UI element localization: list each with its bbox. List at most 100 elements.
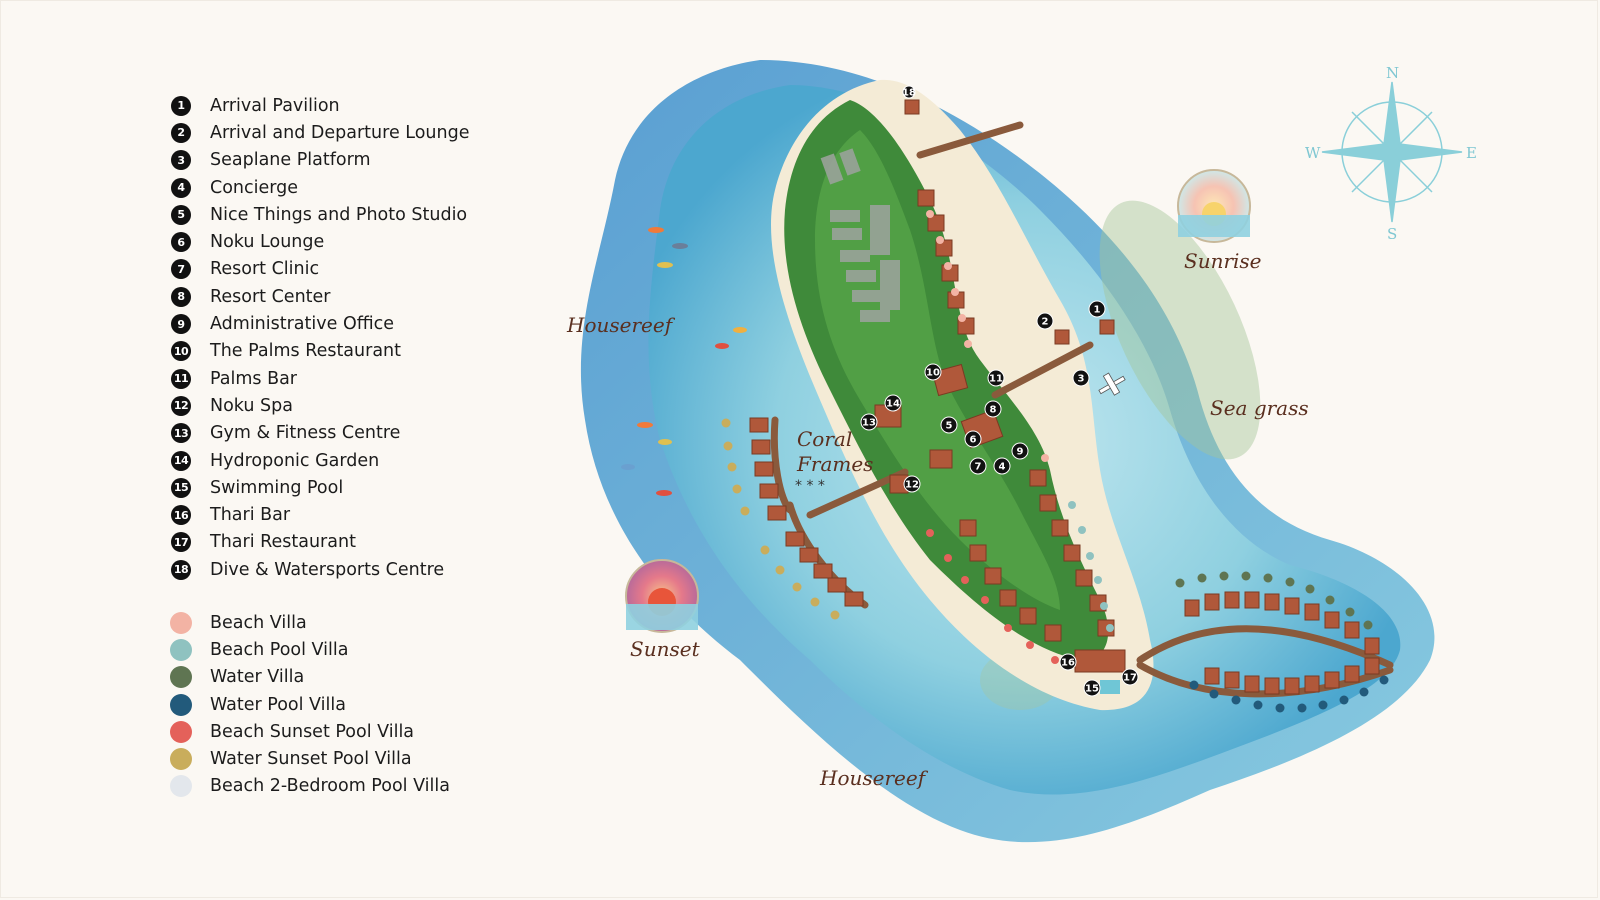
legend-item[interactable]: 10 The Palms Restaurant (171, 338, 469, 365)
villa-legend-item[interactable]: Water Sunset Pool Villa (170, 745, 450, 772)
villa-dots-beach-sunset (926, 529, 1059, 664)
facility-marker-7[interactable]: 7 (969, 457, 987, 475)
facility-marker-circle (924, 363, 942, 381)
villa-legend-item[interactable]: Beach Pool Villa (170, 636, 450, 663)
villa-legend-item[interactable]: Beach Villa (170, 609, 450, 636)
housereef-label-south: Housereef (819, 766, 929, 790)
villa-legend-item[interactable]: Beach Sunset Pool Villa (170, 718, 450, 745)
facility-marker-circle (987, 369, 1005, 387)
facility-marker-number: 11 (989, 374, 1003, 385)
seaplane (1098, 372, 1126, 396)
fish-group (621, 227, 747, 496)
swimming-pool (1100, 680, 1120, 694)
facility-marker-circle (1059, 653, 1077, 671)
facility-marker-number: 5 (946, 421, 953, 432)
facility-marker-4[interactable]: 4 (993, 457, 1011, 475)
legend-label: Seaplane Platform (210, 150, 371, 171)
facility-marker-14[interactable]: 14 (884, 394, 902, 412)
facility-marker-circle (1036, 312, 1054, 330)
facility-marker-circle (940, 416, 958, 434)
legend-number-badge: 1 (171, 95, 191, 116)
facility-marker-circle (884, 394, 902, 412)
villa-dots-beach-pool (1068, 501, 1114, 632)
facility-marker-18[interactable]: 18 (902, 85, 916, 99)
facility-marker-number: 18 (902, 88, 916, 99)
legend-number-badge: 10 (171, 341, 191, 362)
facility-marker-16[interactable]: 16 (1059, 653, 1077, 671)
facility-marker-number: 3 (1078, 374, 1085, 385)
coral-frames-label-2: Frames (796, 452, 873, 476)
legend-item[interactable]: 7 Resort Clinic (171, 256, 469, 283)
legend-number-badge: 3 (171, 150, 191, 171)
legend-label: Hydroponic Garden (210, 450, 380, 471)
facility-marker-circle (993, 457, 1011, 475)
sunset-label: Sunset (630, 637, 701, 661)
facility-marker-number: 7 (975, 462, 982, 473)
facility-marker-6[interactable]: 6 (964, 430, 982, 448)
legend-label: Thari Restaurant (210, 532, 356, 553)
legend-number-badge: 15 (171, 477, 191, 498)
sea-grass-label: Sea grass (1210, 396, 1309, 420)
facility-marker-9[interactable]: 9 (1011, 442, 1029, 460)
facility-marker-number: 6 (970, 435, 977, 446)
legend-number-badge: 5 (171, 204, 191, 225)
facility-marker-number: 15 (1085, 684, 1099, 695)
facility-marker-15[interactable]: 15 (1083, 679, 1101, 697)
legend-label: Resort Clinic (210, 259, 320, 280)
legend-number-badge: 9 (171, 314, 191, 335)
facility-marker-circle (902, 85, 916, 99)
villa-legend-item[interactable]: Beach 2-Bedroom Pool Villa (170, 773, 450, 800)
facility-marker-12[interactable]: 12 (903, 475, 921, 493)
villa-legend-item[interactable]: Water Pool Villa (170, 691, 450, 718)
legend-label: Thari Bar (210, 505, 291, 526)
facility-marker-number: 9 (1017, 447, 1024, 458)
villa-color-dot (170, 638, 192, 661)
legend-label: The Palms Restaurant (210, 341, 401, 362)
facility-marker-17[interactable]: 17 (1121, 668, 1139, 686)
facility-marker-number: 10 (926, 368, 940, 379)
legend-number-badge: 13 (171, 423, 191, 444)
facility-marker-circle (1088, 300, 1106, 318)
facility-marker-11[interactable]: 11 (987, 369, 1005, 387)
legend-item[interactable]: 15 Swimming Pool (171, 474, 469, 501)
legend-label: Arrival and Departure Lounge (210, 122, 470, 143)
legend-number-badge: 4 (171, 177, 191, 198)
facility-marker-number: 2 (1042, 317, 1049, 328)
facility-marker-circle (1083, 679, 1101, 697)
coral-frames-label: Coral (797, 427, 852, 451)
compass-north-label: N (1386, 64, 1399, 82)
housereef-label-west: Housereef (566, 313, 676, 337)
water-villas-east (1184, 591, 1380, 695)
facility-marker-3[interactable]: 3 (1072, 369, 1090, 387)
facility-marker-5[interactable]: 5 (940, 416, 958, 434)
facility-marker-1[interactable]: 1 (1088, 300, 1106, 318)
villa-legend-label: Water Sunset Pool Villa (210, 749, 412, 770)
legend-label: Swimming Pool (210, 477, 344, 498)
facility-marker-13[interactable]: 13 (860, 413, 878, 431)
villa-dots-water-pool (1189, 675, 1389, 713)
villa-color-dot (170, 748, 192, 771)
facility-marker-number: 1 (1094, 305, 1101, 316)
facility-marker-10[interactable]: 10 (924, 363, 942, 381)
facility-marker-2[interactable]: 2 (1036, 312, 1054, 330)
villa-legend-item[interactable]: Water Villa (170, 664, 450, 691)
villa-legend: Beach Villa Beach Pool Villa Water Villa… (170, 609, 450, 800)
legend-item[interactable]: 3 Seaplane Platform (171, 147, 469, 174)
facility-marker-8[interactable]: 8 (984, 400, 1002, 418)
legend-number-badge: 7 (171, 259, 191, 280)
